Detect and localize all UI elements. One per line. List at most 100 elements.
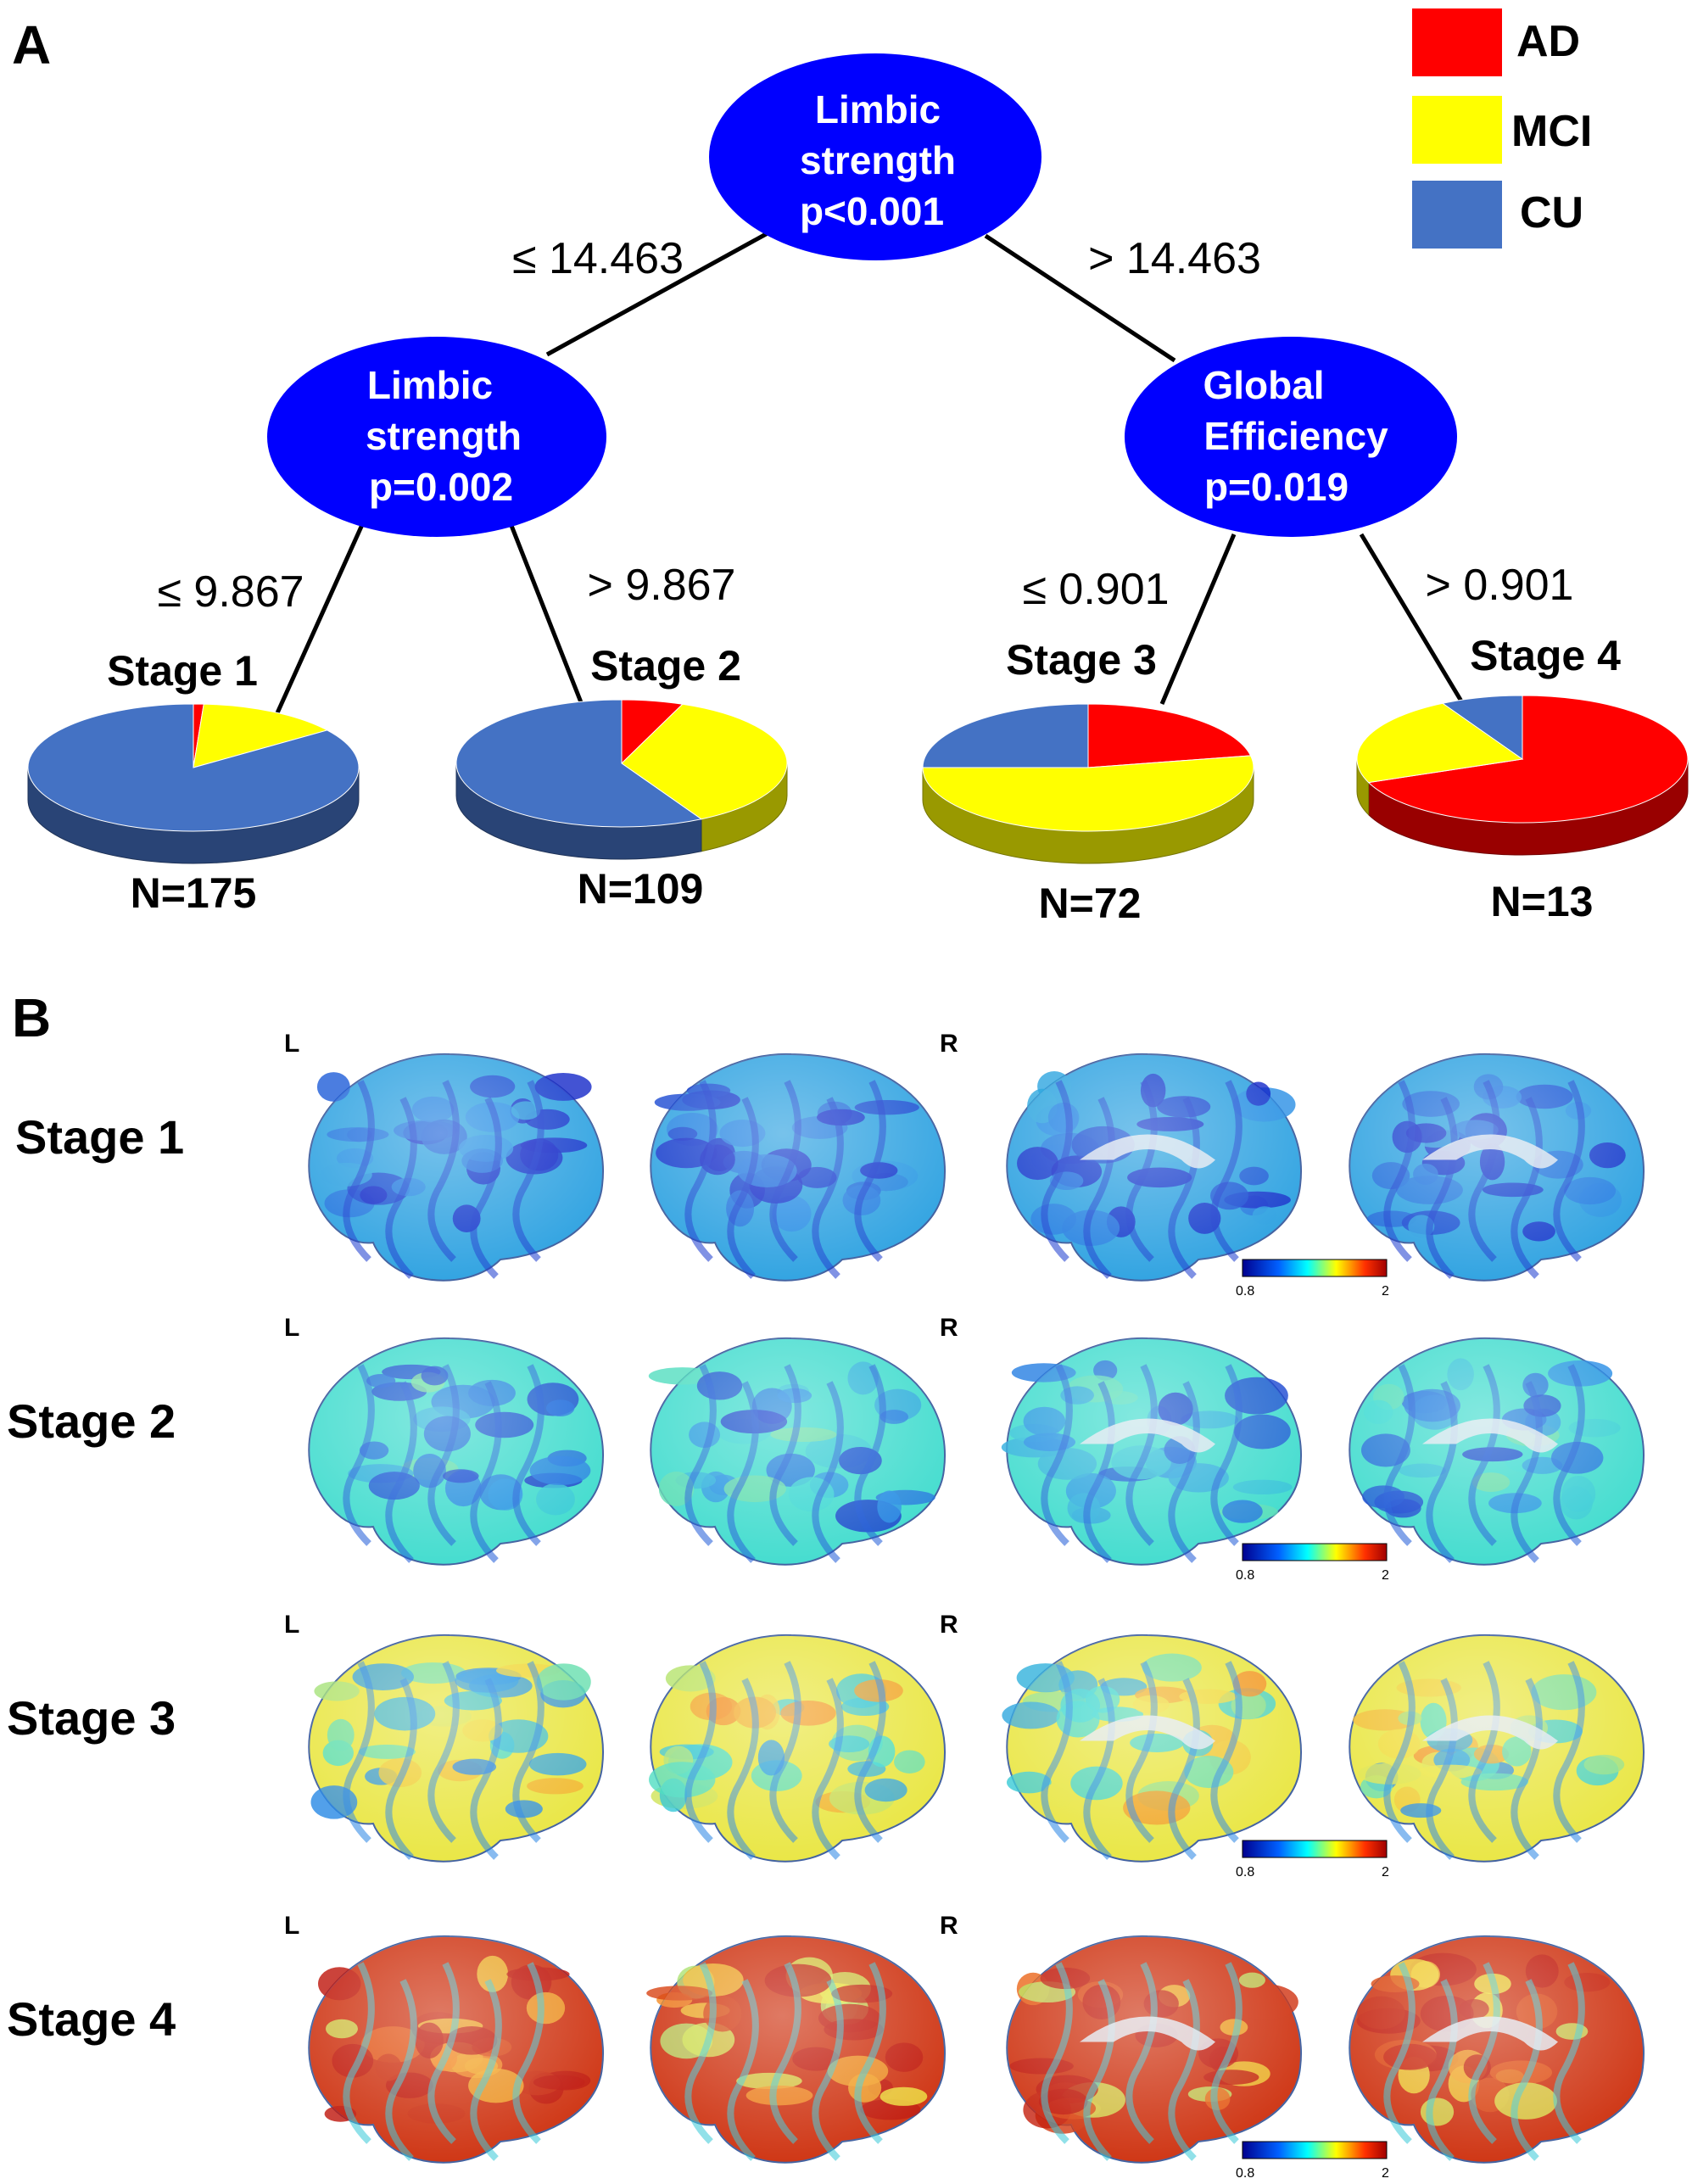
brain-view-4 (1349, 1634, 1645, 1863)
brain-view-3 (1006, 1053, 1302, 1282)
brain-view-1 (308, 1053, 604, 1282)
pie-title: Stage 1 (107, 647, 258, 695)
colorbar-min: 0.8 (1236, 1284, 1254, 1299)
brain-gloss (1007, 1634, 1302, 1862)
node-right: Global Efficiency p=0.019 (1125, 337, 1457, 537)
brain-gloss (1349, 1935, 1645, 2163)
pie-n-label: N=72 (1039, 880, 1142, 927)
edge-right-stage4 (1359, 533, 1466, 706)
node-ellipse (267, 337, 606, 537)
pie-title: Stage 3 (1006, 636, 1157, 684)
pie-n-label: N=13 (1491, 878, 1594, 925)
brain-view-2 (650, 1053, 946, 1282)
brain-view-1 (308, 1337, 604, 1566)
node-root-line-3: p<0.001 (800, 189, 944, 233)
pie-stage-2: Stage 2 N=109 (455, 642, 788, 913)
row-stage-label: Stage 4 (7, 1992, 176, 2046)
pie-slice-ad (1087, 703, 1252, 768)
brain-gloss (651, 1338, 946, 1565)
node-left-line-2: strength (366, 414, 522, 458)
node-root: Limbic strength p<0.001 (709, 53, 1041, 260)
legend-swatch-cu (1412, 181, 1502, 249)
colorbar (1242, 1543, 1388, 1561)
stage-pies: Stage 1N=175 Stage 2 N=109 Stage 3 N=72 Stage… (27, 632, 1689, 927)
pie-slice-mci (193, 703, 329, 768)
pie-slice-mci (922, 755, 1254, 832)
brain-view-4 (1349, 1053, 1645, 1282)
legend-swatch-mci (1412, 96, 1502, 164)
brain-view-1 (308, 1634, 604, 1863)
edge-left-stage1 (273, 517, 367, 718)
colorbar-min: 0.8 (1236, 2166, 1254, 2181)
brain-view-3 (1002, 1634, 1302, 1863)
brain-gloss (309, 1634, 604, 1862)
hemisphere-right-label: R (940, 1912, 958, 1940)
node-left-line-1: Limbic (367, 363, 493, 407)
pie-slice-cu (1441, 695, 1523, 760)
pie-n-label: N=109 (578, 865, 704, 913)
brain-view-4 (1349, 1935, 1645, 2164)
brain-view-2 (648, 1337, 946, 1566)
edge-left-stage2 (506, 518, 584, 703)
node-left: Limbic strength p=0.002 (267, 337, 606, 537)
node-right-line-2: Efficiency (1203, 414, 1388, 458)
brain-view-2 (649, 1634, 946, 1863)
split-left-left: ≤ 9.867 (157, 567, 304, 617)
colorbar-max: 2 (1382, 1284, 1389, 1299)
brain-view-3 (1001, 1337, 1302, 1566)
pie-title: Stage 2 (590, 642, 741, 690)
split-left-right: > 9.867 (588, 561, 736, 610)
node-ellipse (1125, 337, 1457, 537)
hemisphere-right-label: R (940, 1030, 958, 1058)
hemisphere-left-label: L (284, 1030, 299, 1058)
brain-gloss (309, 1935, 604, 2163)
split-root-right: > 14.463 (1088, 234, 1261, 283)
brain-gloss (1349, 1634, 1645, 1862)
colorbar-max: 2 (1382, 1568, 1389, 1583)
pie-stage-1: Stage 1N=175 (27, 647, 360, 917)
brain-gloss (651, 1634, 946, 1862)
colorbar-max: 2 (1382, 1865, 1389, 1880)
edge-root-right (984, 233, 1176, 363)
edge-root-left (545, 231, 769, 357)
colorbar-min: 0.8 (1236, 1865, 1254, 1880)
legend-swatch-ad (1412, 8, 1502, 76)
brain-gloss (651, 1053, 946, 1281)
brain-gloss (651, 1935, 946, 2163)
brain-view-2 (646, 1935, 946, 2164)
colorbar-max: 2 (1382, 2166, 1389, 2181)
colorbar-min: 0.8 (1236, 1568, 1254, 1583)
tree-edges (273, 231, 1466, 718)
brain-gloss (1007, 1935, 1302, 2163)
edge-right-stage3 (1159, 533, 1237, 705)
legend: AD MCI CU (1412, 8, 1592, 249)
legend-label-mci: MCI (1511, 107, 1592, 156)
colorbar (1242, 1840, 1388, 1858)
hemisphere-left-label: L (284, 1912, 299, 1940)
pie-stage-4: Stage 4N=13 (1356, 632, 1689, 925)
brain-gloss (1349, 1338, 1645, 1565)
hemisphere-right-label: R (940, 1611, 958, 1639)
panel-a-label: A (12, 14, 51, 75)
brain-gloss (309, 1338, 604, 1565)
node-root-line-1: Limbic (815, 87, 941, 131)
node-ellipse (709, 53, 1041, 260)
hemisphere-left-label: L (284, 1314, 299, 1342)
panel-b-label: B (12, 987, 51, 1048)
split-right-left: ≤ 0.901 (1022, 565, 1169, 614)
colorbar (1242, 2141, 1388, 2159)
brain-gloss (1007, 1053, 1302, 1281)
split-root-left: ≤ 14.463 (512, 234, 684, 283)
brain-row-stage-3: Stage 3 L R 0.8 2 (7, 1611, 1645, 1880)
brain-gloss (309, 1053, 604, 1281)
row-stage-label: Stage 3 (7, 1691, 176, 1745)
legend-label-ad: AD (1516, 17, 1580, 66)
node-root-line-2: strength (800, 138, 956, 182)
pie-slice-ad (1367, 695, 1689, 824)
hemisphere-left-label: L (284, 1611, 299, 1639)
node-left-line-3: p=0.002 (369, 465, 513, 509)
pie-slice-cu (455, 699, 703, 828)
